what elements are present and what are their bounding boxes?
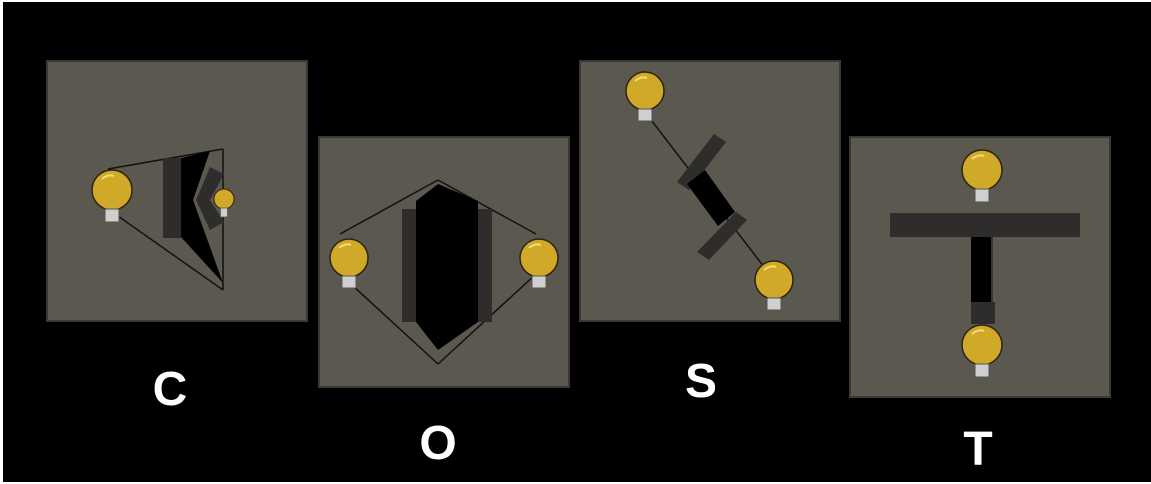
panel-o [318, 136, 570, 388]
panel-o-drawing [320, 138, 568, 386]
shadow-region [687, 170, 735, 226]
letter-c: C [140, 366, 200, 414]
occluder-block [163, 158, 181, 238]
letter-s: S [671, 358, 731, 406]
shadow-region [971, 237, 993, 302]
lightbulb-icon [626, 72, 664, 121]
panel-t [849, 136, 1111, 398]
occluder-block [478, 209, 492, 322]
lightbulb-icon [962, 150, 1002, 202]
occluder-block [402, 209, 416, 322]
panel-t-drawing [851, 138, 1109, 396]
letter-t: T [948, 426, 1008, 474]
occluder-block [890, 213, 1080, 237]
lightbulb-icon [330, 239, 368, 288]
lightbulb-icon [520, 239, 558, 288]
panel-c [46, 60, 308, 322]
illustration-stage: C O S T [3, 2, 1151, 482]
lightbulb-icon [755, 261, 793, 310]
shadow-region [416, 184, 478, 350]
letter-o: O [408, 420, 468, 468]
panel-c-drawing [48, 62, 306, 320]
lightbulb-icon [962, 325, 1002, 377]
panel-s [579, 60, 841, 322]
panel-s-drawing [581, 62, 839, 320]
occluder-block [971, 302, 995, 324]
lightbulb-icon [92, 170, 132, 222]
